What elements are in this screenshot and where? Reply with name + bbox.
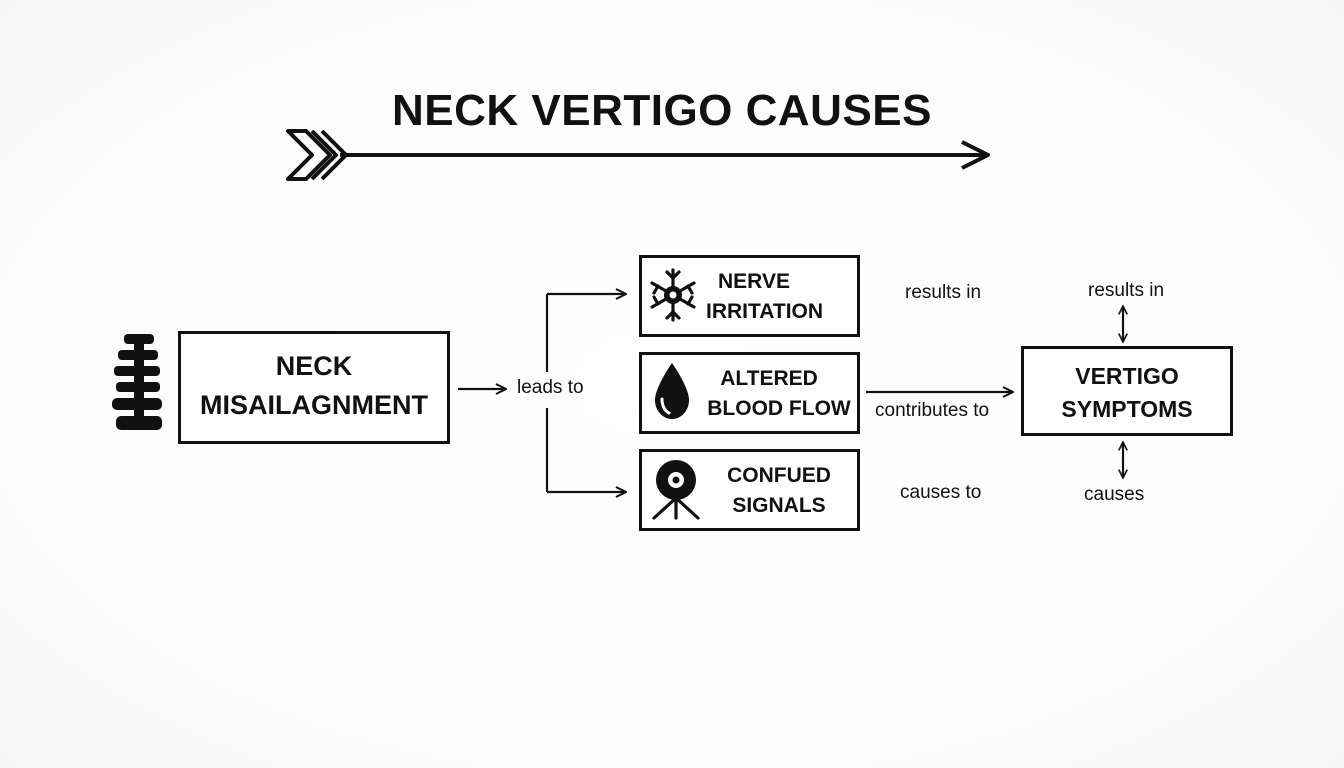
node-nerve-irritation	[639, 255, 860, 337]
node-signals-line1: CONFUED	[727, 464, 831, 487]
diagram-title: NECK VERTIGO CAUSES	[391, 86, 932, 135]
node-neck-misalignment-line2: MISAILAGNMENT	[200, 390, 428, 421]
edge-label-contributes-to: contributes to	[875, 400, 990, 421]
node-vertigo-line1: VERTIGO	[1075, 363, 1179, 389]
branch-bracket	[545, 294, 626, 492]
edge-label-results-in-right: results in	[1088, 280, 1165, 301]
spine-icon	[112, 334, 162, 430]
node-confused-signals-label: CONFUED SIGNALS	[704, 461, 854, 522]
nerve-cell-icon	[650, 268, 696, 322]
edge-label-leads-to: leads to	[517, 377, 584, 398]
node-vertigo-symptoms-label: VERTIGO SYMPTOMS	[1021, 360, 1233, 427]
node-neck-misalignment-line1: NECK	[275, 351, 353, 381]
node-altered-blood-flow-label: ALTERED BLOOD FLOW	[700, 364, 858, 425]
signal-eye-icon	[652, 460, 700, 520]
node-vertigo-line2: SYMPTOMS	[1061, 396, 1193, 423]
node-vertigo-symptoms	[1021, 346, 1233, 436]
edge-label-causes-to: causes to	[900, 482, 982, 503]
blood-drop-icon	[655, 363, 689, 419]
edge-label-causes: causes	[1084, 484, 1145, 505]
node-nerve-line2: IRRITATION	[706, 300, 824, 324]
node-signals-line2: SIGNALS	[732, 494, 826, 518]
edge-label-results-in-left: results in	[905, 282, 982, 303]
node-neck-misalignment-label: NECK MISAILAGNMENT	[178, 347, 450, 425]
node-nerve-line1: NERVE	[718, 270, 790, 293]
node-blood-line2: BLOOD FLOW	[707, 397, 851, 421]
title-arrow	[286, 129, 990, 181]
node-neck-misalignment	[178, 331, 450, 444]
node-blood-line1: ALTERED	[720, 367, 818, 390]
node-nerve-irritation-label: NERVE IRRITATION	[706, 267, 856, 328]
